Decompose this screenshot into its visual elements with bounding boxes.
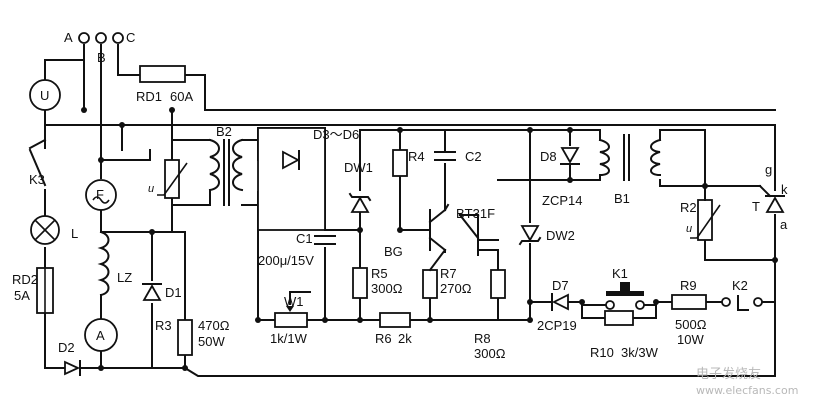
label-r3: R3: [155, 318, 172, 333]
fuse-rd1: [139, 65, 186, 83]
label-d1: D1: [165, 285, 182, 300]
watermark: 电子发烧友 www.elecfans.com: [696, 366, 798, 397]
transistor-bg: [428, 208, 447, 253]
capacitor-c2: [434, 151, 456, 161]
label-k: k: [781, 182, 788, 197]
label-l: L: [71, 226, 78, 241]
label-r6: R6: [375, 331, 392, 346]
label-a: A: [64, 30, 73, 45]
label-t: T: [752, 199, 760, 214]
push-button-k1: [605, 282, 645, 310]
label-r6-value: 2k: [398, 331, 412, 346]
label-r7-value: 270Ω: [440, 281, 472, 296]
label-zcp14: ZCP14: [542, 193, 582, 208]
varistor-u: [157, 159, 188, 199]
label-r10-value: 3k/3W: [621, 345, 659, 360]
label-c: C: [126, 30, 135, 45]
zener-dw1: [348, 192, 372, 213]
label-k3: K3: [29, 172, 45, 187]
resistor-r7: [422, 269, 438, 299]
label-b1: B1: [614, 191, 630, 206]
potentiometer-w1: [274, 306, 308, 328]
transformer-b1: [598, 134, 662, 181]
label-k1: K1: [612, 266, 628, 281]
label-a-thyristor: a: [780, 217, 788, 232]
label-u: U: [40, 88, 49, 103]
label-r3-value: 470Ω: [198, 318, 230, 333]
label-d7: D7: [552, 278, 569, 293]
label-r3-power: 50W: [198, 334, 225, 349]
label-r4: R4: [408, 149, 425, 164]
terminal-a: [78, 32, 90, 44]
label-f: F: [96, 187, 104, 202]
label-ammeter: A: [96, 328, 105, 343]
label-r5-value: 300Ω: [371, 281, 403, 296]
label-varistor-u: u: [148, 183, 154, 195]
thyristor-t: [758, 184, 785, 213]
inductor-lz: [97, 230, 110, 297]
diode-d7: [551, 293, 569, 311]
label-d8: D8: [540, 149, 557, 164]
label-w1-value: 1k/1W: [270, 331, 308, 346]
bridge-rectifier-d3-d6: [257, 127, 326, 231]
watermark-text: 电子发烧友: [696, 366, 761, 382]
switch-k2: [721, 295, 763, 311]
label-b: B: [97, 50, 106, 65]
label-r7: R7: [440, 266, 457, 281]
diode-d8: [560, 147, 580, 165]
label-r10: R10: [590, 345, 614, 360]
label-r2-u: u: [686, 223, 692, 235]
capacitor-c1: [314, 235, 336, 245]
label-g: g: [765, 162, 772, 177]
resistor-r5: [352, 267, 368, 299]
label-r8: R8: [474, 331, 491, 346]
label-2cp19: 2CP19: [537, 318, 577, 333]
resistor-r6: [379, 312, 411, 328]
resistor-r10: [604, 310, 634, 326]
frequency-meter-icon: [85, 179, 117, 211]
label-r8-value: 300Ω: [474, 346, 506, 361]
label-c1: C1: [296, 231, 313, 246]
terminal-c: [112, 32, 124, 44]
resistor-r9: [671, 294, 707, 310]
junctions: [81, 107, 778, 371]
label-bg: BG: [384, 244, 403, 259]
label-rd2-value: 5A: [14, 288, 30, 303]
label-r5: R5: [371, 266, 388, 281]
label-bt31f: BT31F: [456, 206, 495, 221]
ujt-bt31f: [458, 213, 480, 256]
label-d2: D2: [58, 340, 75, 355]
voltmeter-icon: [29, 79, 61, 111]
label-rd1-value: 60A: [170, 89, 193, 104]
ammeter-icon: [84, 318, 118, 352]
label-rd2: RD2: [12, 272, 38, 287]
label-dw2: DW2: [546, 228, 575, 243]
label-rd1: RD1: [136, 89, 162, 104]
transformer-b2: [208, 138, 244, 206]
switch-k3: [28, 138, 47, 150]
label-r9-power: 10W: [677, 332, 704, 347]
resistor-r8: [490, 269, 506, 299]
label-r9-value: 500Ω: [675, 317, 707, 332]
terminal-b: [95, 32, 107, 44]
label-r9: R9: [680, 278, 697, 293]
resistor-r3: [177, 319, 193, 356]
watermark-url: www.elecfans.com: [696, 384, 798, 397]
label-lz: LZ: [117, 270, 132, 285]
label-c1-value: 200μ/15V: [258, 253, 314, 268]
label-r2: R2: [680, 200, 697, 215]
label-dw1: DW1: [344, 160, 373, 175]
label-c2: C2: [465, 149, 482, 164]
zener-dw2: [518, 225, 542, 246]
label-b2: B2: [216, 124, 232, 139]
diode-d2: [64, 360, 81, 376]
label-k2: K2: [732, 278, 748, 293]
label-w1: W1: [284, 294, 304, 309]
resistor-r4: [392, 149, 408, 177]
diode-d1: [142, 283, 162, 301]
label-d3-d6: D3～D6: [313, 127, 359, 142]
